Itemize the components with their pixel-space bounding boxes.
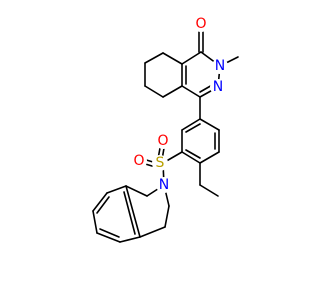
bond-benz-d-inner — [99, 228, 120, 238]
bond-c8-c7 — [144, 52, 164, 64]
bond-c8a-c8 — [162, 52, 183, 65]
bond-benz-e — [119, 236, 141, 243]
bond-c6-c5 — [144, 85, 164, 98]
bond-ph4-ph5-inner — [185, 149, 201, 159]
atom-label-carbonyl-oxygen: O — [195, 16, 206, 32]
bond-ph1-ph2 — [199, 118, 220, 131]
atom-sulfonyl-oxygen-upper: O — [155, 133, 171, 149]
atom-mask — [210, 79, 226, 95]
bond-benz-a — [106, 185, 127, 194]
atom-lactam-nitrogen: N — [212, 58, 228, 74]
molecule-structure-diagram: O N N S O O N — [92, 16, 239, 243]
bond-benz-c — [92, 210, 98, 234]
bond-ph6-ph1-inner — [185, 123, 201, 133]
atom-mask — [212, 58, 228, 74]
atom-mask — [193, 16, 209, 32]
bond-c4-c4a — [139, 226, 166, 238]
atom-layer: O N N S O O N — [131, 16, 228, 193]
bond-ph4-ph5 — [181, 151, 201, 164]
bond-benz-f-inner — [123, 191, 136, 235]
atom-label-sulfonyl-sulfur: S — [156, 155, 165, 171]
bond-benz-d — [96, 232, 121, 243]
bond-benz-b-inner — [96, 196, 110, 214]
atom-pyridazine-nitrogen: N — [210, 79, 226, 95]
atom-isoquinoline-nitrogen: N — [156, 177, 172, 193]
atom-label-lactam-nitrogen: N — [215, 58, 225, 74]
bond-c3-c4 — [164, 205, 170, 228]
bond-c8a-c1 — [181, 51, 202, 65]
atom-sulfonyl-sulfur: S — [152, 155, 168, 171]
atom-label-sulfonyl-oxygen-lower: O — [133, 153, 144, 169]
atom-mask — [131, 153, 147, 169]
atom-label-isoquinoline-nitrogen: N — [159, 177, 169, 193]
atom-carbonyl-oxygen: O — [193, 16, 209, 32]
atom-mask — [152, 155, 168, 171]
atom-label-pyridazine-nitrogen: N — [213, 79, 223, 95]
bond-c1-c8a — [125, 185, 148, 197]
atom-mask — [156, 177, 172, 193]
bond-c4-c4a — [181, 85, 201, 98]
bond-ethyl-ch3 — [199, 184, 219, 197]
atom-sulfonyl-oxygen-lower: O — [131, 153, 147, 169]
atom-label-sulfonyl-oxygen-upper: O — [157, 133, 168, 149]
bond-c4a-c8a — [125, 185, 141, 238]
bond-ph3-ph4 — [199, 151, 220, 164]
atom-mask — [155, 133, 171, 149]
bond-ph6-ph1 — [181, 118, 201, 131]
bond-benz-b — [92, 192, 108, 212]
bond-c5-c4a — [162, 85, 183, 98]
